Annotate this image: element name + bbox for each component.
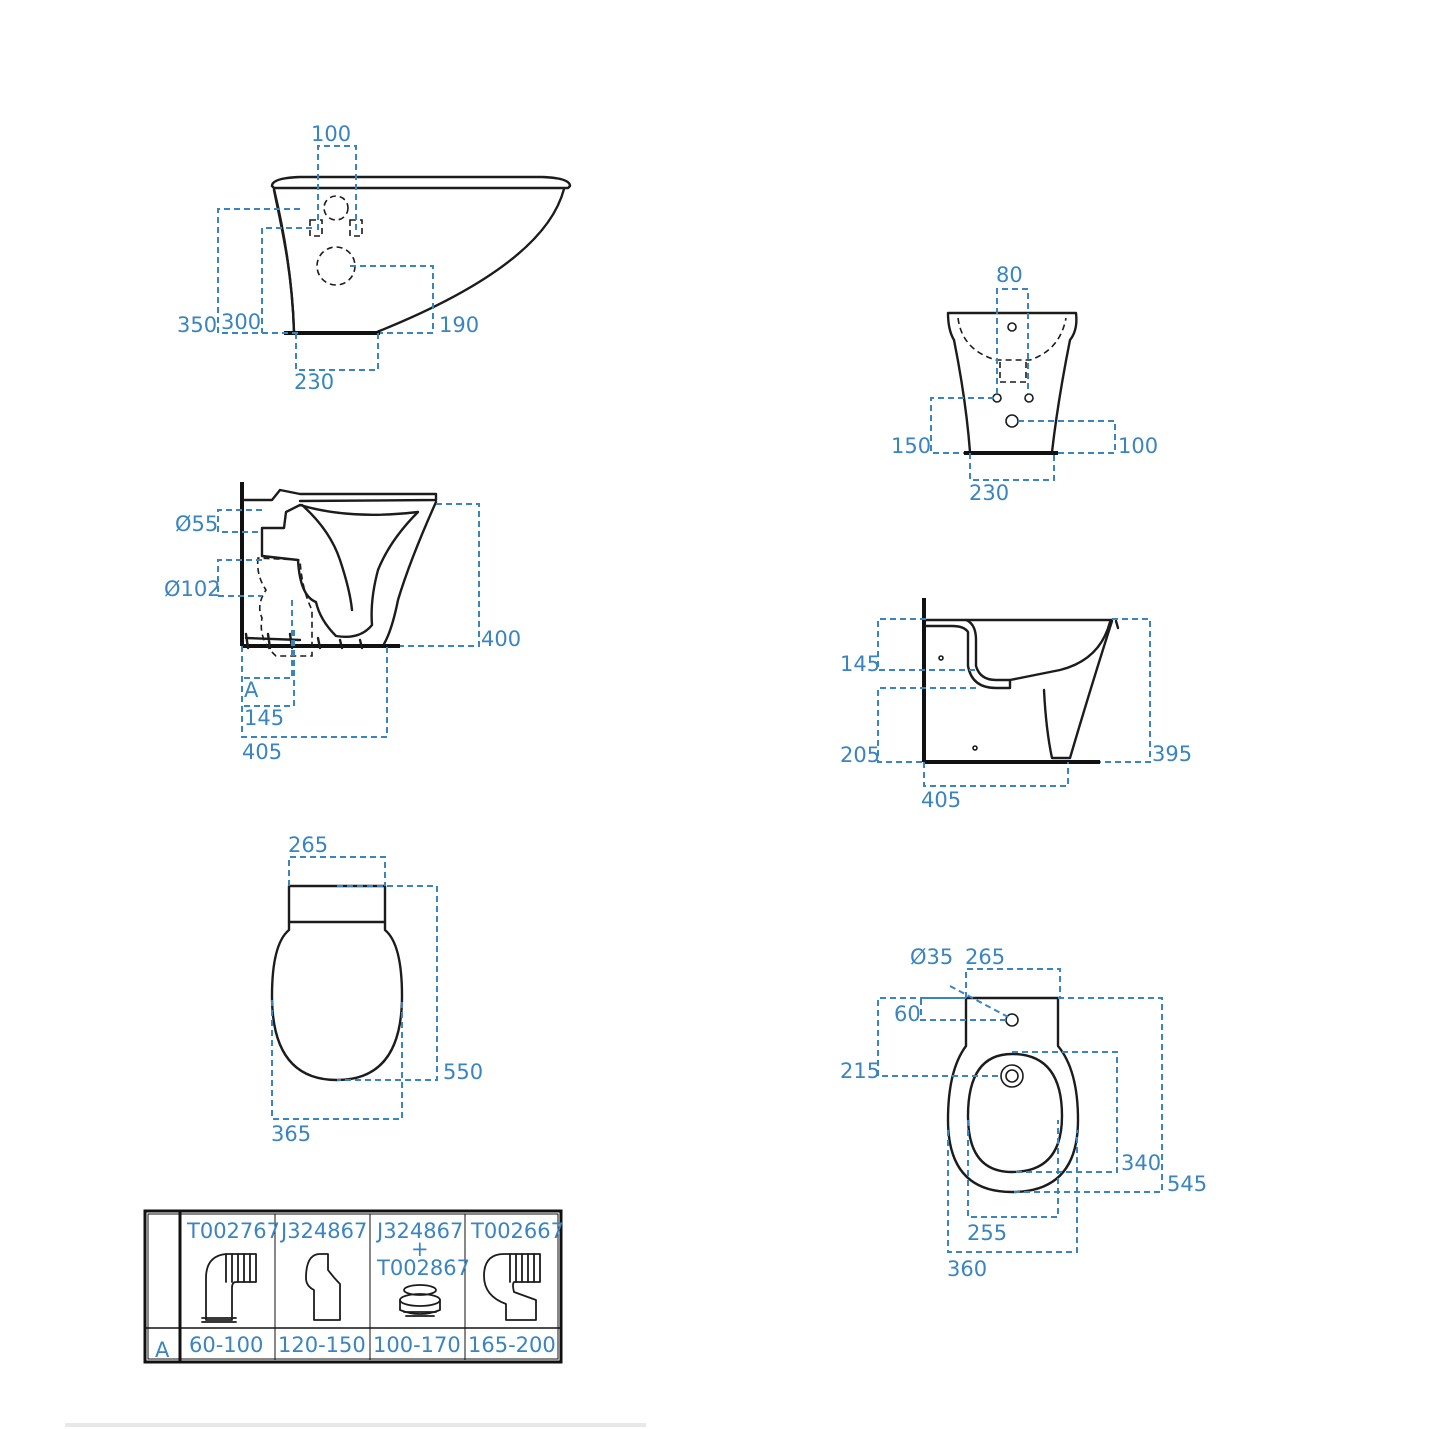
table-code-3b: T002867 [376, 1256, 470, 1280]
table-code-1: T002767 [186, 1219, 280, 1243]
wc-side-body [382, 500, 438, 646]
bidet-top-outline [946, 996, 1080, 1194]
bidet-side-bowl [924, 618, 1012, 690]
bidet-top-dim-340: 340 [1121, 1151, 1161, 1175]
bend-selection-table: T002767 J324867 J324867 + T002867 T00266… [143, 1209, 564, 1364]
bidet-top-dim-545: 545 [1167, 1172, 1207, 1196]
wc-top-dim-365: 365 [271, 1122, 311, 1146]
bidet-front-dim-100: 100 [1118, 434, 1158, 458]
table-code-3: J324867 [375, 1219, 463, 1243]
bidet-side-dim-405: 405 [921, 788, 961, 812]
bend-icon-t002667 [483, 1253, 541, 1321]
wc-top-seat-outline [270, 920, 404, 1082]
wc-front-dim-300: 300 [221, 310, 261, 334]
table-range-2: 120-150 [278, 1333, 366, 1357]
table-range-3: 100-170 [373, 1333, 461, 1357]
bidet-front-body [946, 311, 1078, 454]
wc-side-dim-405: 405 [242, 740, 282, 764]
wc-front-outlet-circle [316, 246, 356, 286]
wc-front-dim-350: 350 [177, 313, 217, 337]
bend-icon-j324867 [305, 1253, 341, 1321]
wc-top-view: 265 550 365 [270, 833, 483, 1146]
bidet-front-view: 80 150 100 230 [891, 263, 1158, 505]
bidet-side-pedestal [1042, 619, 1120, 760]
table-range-1: 60-100 [189, 1333, 263, 1357]
wc-side-seat [242, 488, 438, 503]
bidet-side-dim-205: 205 [840, 743, 880, 767]
wc-top-cistern-back [287, 884, 387, 924]
wc-side-dim-o55: Ø55 [175, 512, 218, 536]
wc-side-dim-145: 145 [244, 706, 284, 730]
wc-side-dim-o102: Ø102 [164, 577, 221, 601]
bidet-front-dim-230: 230 [969, 481, 1009, 505]
wc-side-pan-connector [256, 557, 313, 657]
bidet-top-dim-o35: Ø35 [910, 945, 953, 969]
wc-front-dim-100: 100 [311, 122, 351, 146]
wc-top-dim-550: 550 [443, 1060, 483, 1084]
bidet-top-dim-60: 60 [894, 1002, 921, 1026]
bidet-top-dim-360: 360 [947, 1257, 987, 1281]
table-code-2: J324867 [279, 1219, 367, 1243]
wc-front-dim-230: 230 [294, 370, 334, 394]
bidet-front-dim-80: 80 [996, 263, 1023, 287]
wc-side-dim-a: A [244, 678, 259, 702]
wc-side-dim-400: 400 [481, 627, 521, 651]
table-code-4: T002667 [470, 1219, 564, 1243]
wc-top-dim-265: 265 [288, 833, 328, 857]
bidet-front-dim-150: 150 [891, 434, 931, 458]
bidet-side-dim-395: 395 [1152, 742, 1192, 766]
bend-icon-j324867-t002867 [399, 1284, 441, 1317]
wc-front-dim-190: 190 [439, 313, 479, 337]
table-range-4: 165-200 [468, 1333, 556, 1357]
bidet-top-view: Ø35 265 60 215 340 545 255 360 [840, 945, 1207, 1281]
bidet-top-dim-215: 215 [840, 1059, 880, 1083]
bidet-side-view: 145 205 395 405 [840, 598, 1192, 812]
bidet-top-dim-265: 265 [965, 945, 1005, 969]
wc-front-view: 100 350 300 190 230 [177, 122, 572, 394]
bidet-side-dim-145: 145 [840, 652, 880, 676]
bend-icon-t002767 [201, 1253, 257, 1323]
wc-side-bowl [260, 503, 420, 639]
wc-side-view: Ø55 Ø102 400 A 145 405 [164, 482, 521, 764]
bidet-top-dim-255: 255 [967, 1221, 1007, 1245]
wc-front-seat [270, 175, 572, 190]
wc-front-hole-top [323, 195, 349, 221]
table-plus-3: + [411, 1237, 429, 1261]
table-row-label-a: A [155, 1338, 170, 1362]
